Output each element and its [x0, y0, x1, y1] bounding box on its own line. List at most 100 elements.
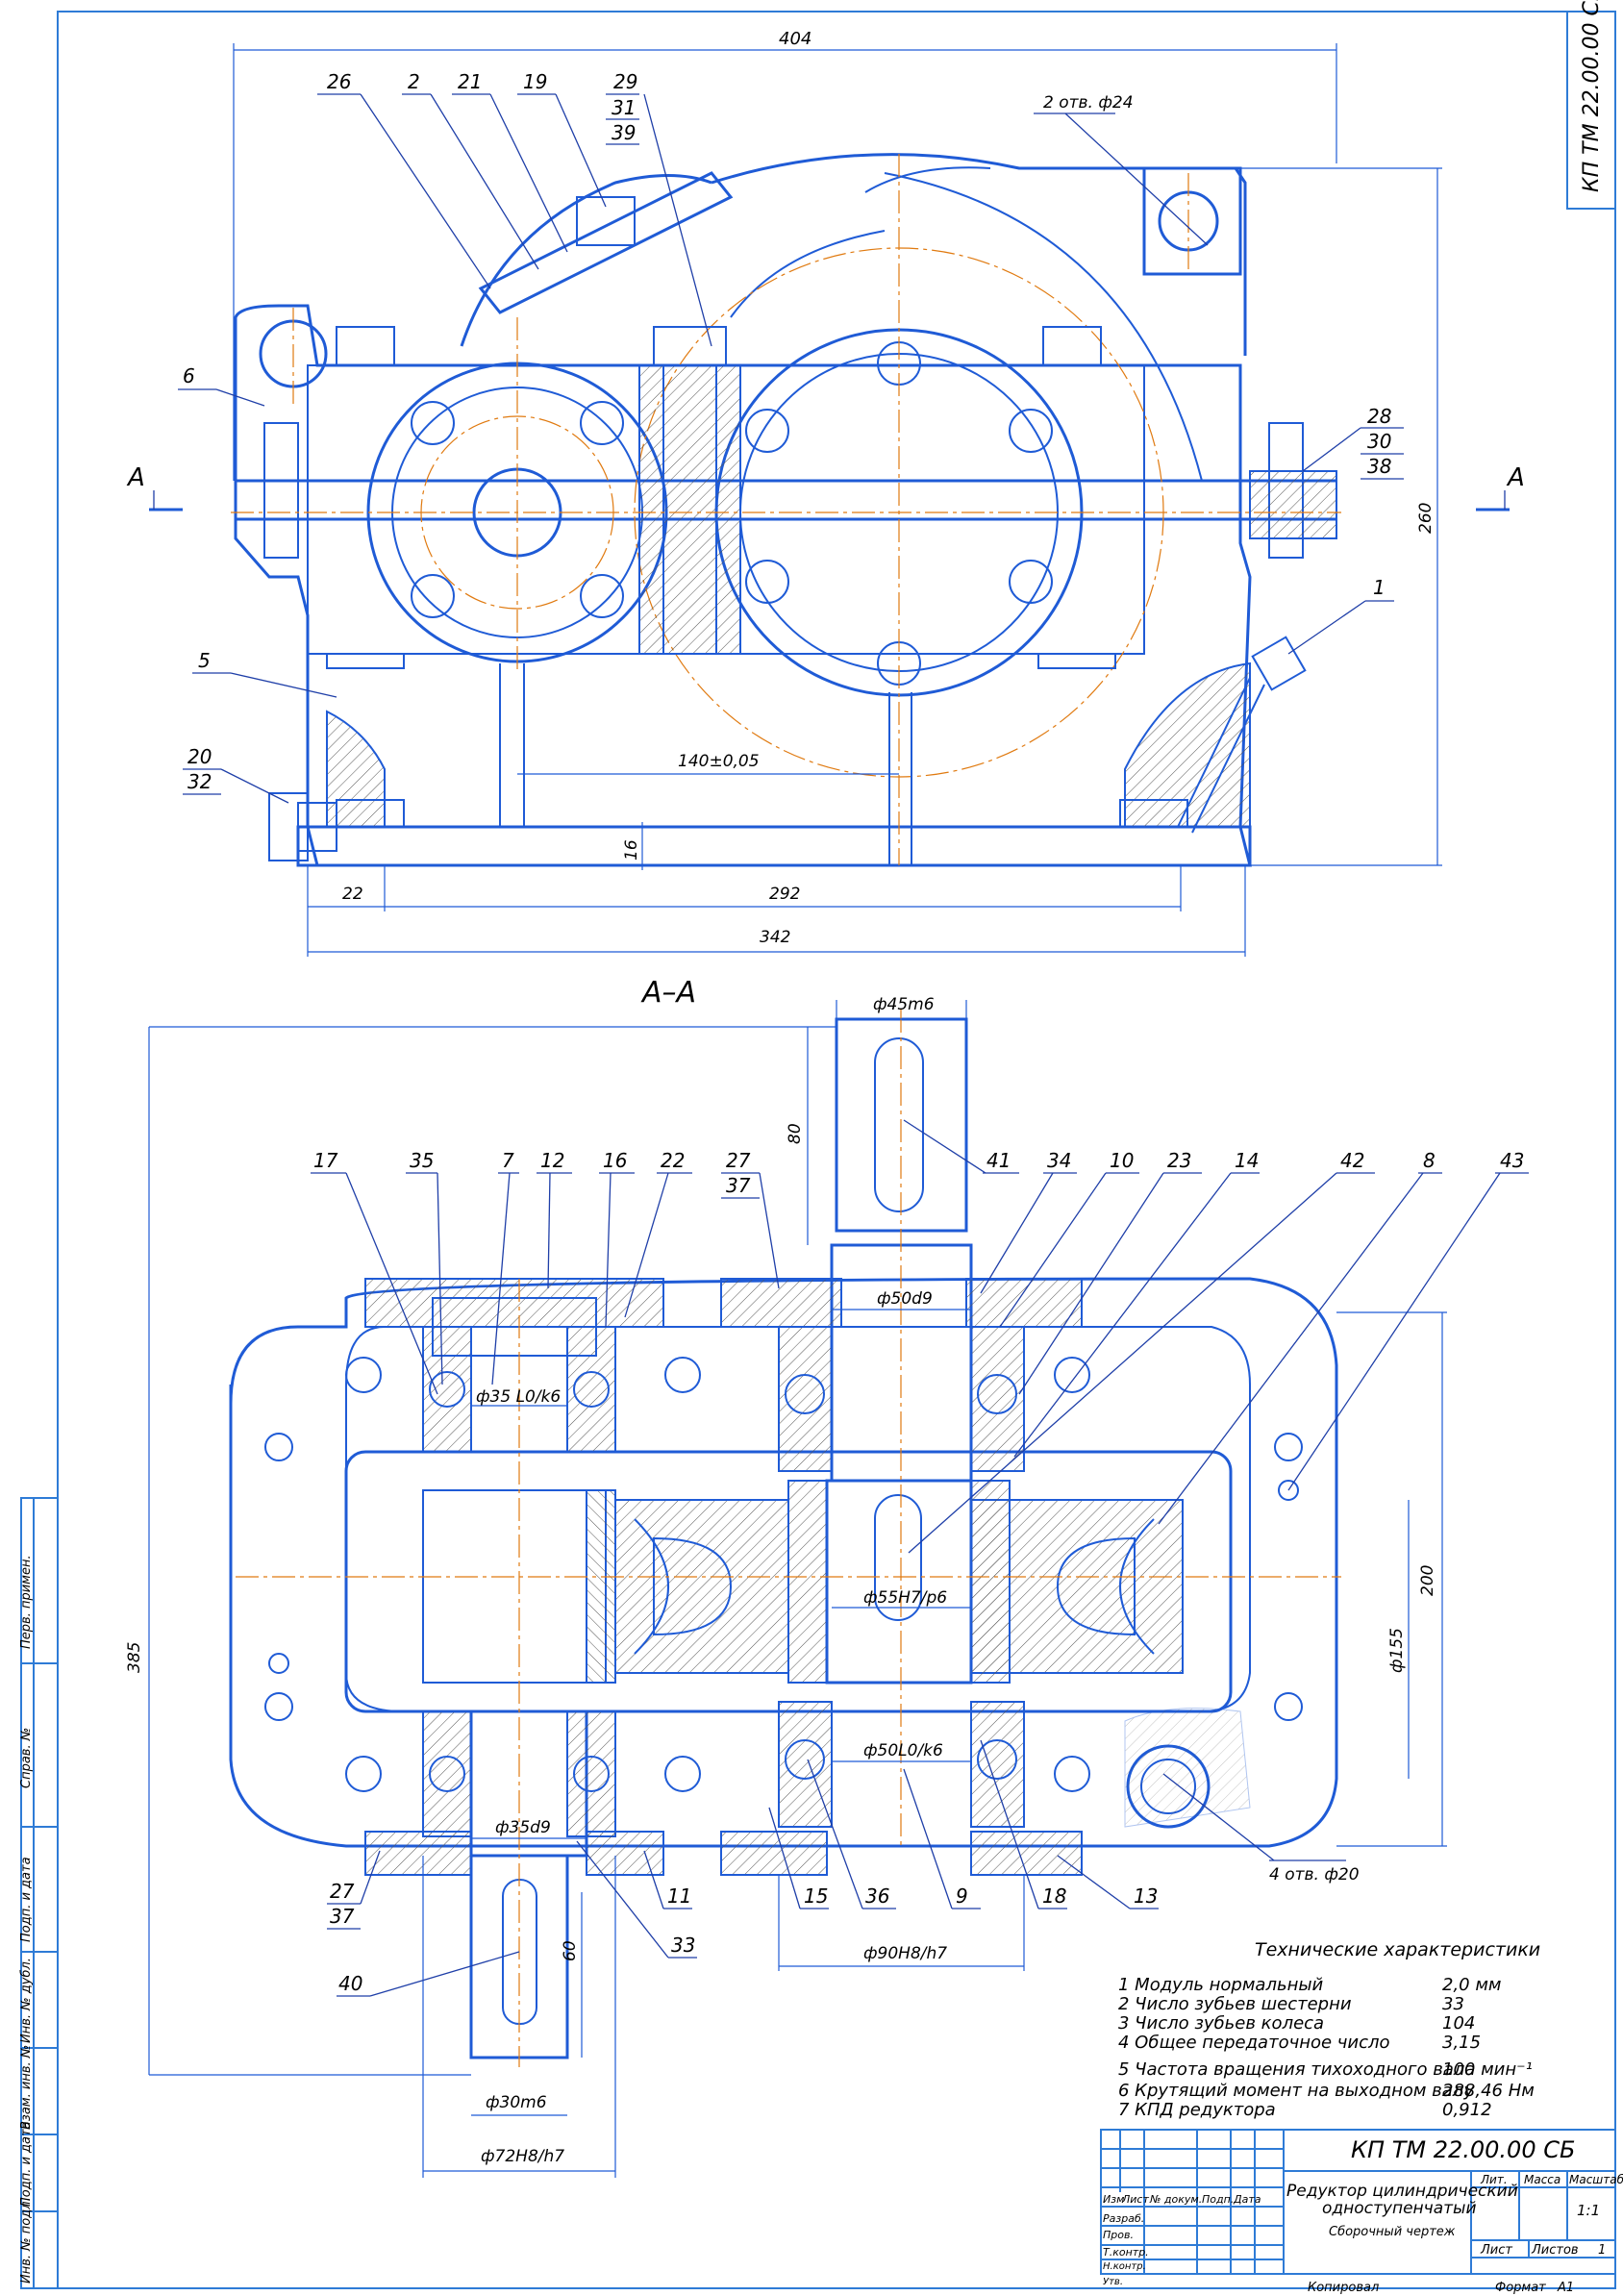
dim-260: 260 [1416, 503, 1436, 534]
tb-col-scale: Масштаб [1569, 2173, 1623, 2186]
callout-2: 2 [408, 70, 420, 93]
side-stamp: Перв. примен. Справ. № Подп. и дата Инв.… [19, 1497, 59, 2289]
tb-col-lit: Лит. [1480, 2173, 1508, 2186]
callout-36: 36 [865, 1884, 889, 1908]
callout-40: 40 [338, 1972, 362, 1995]
tb-tkontr: Т.контр. [1103, 2246, 1149, 2259]
tb-utv: Утв. [1103, 2277, 1123, 2287]
callout-18: 18 [1042, 1884, 1066, 1908]
callout-19: 19 [523, 70, 547, 93]
dim-60: 60 [561, 1940, 580, 1961]
callout-15: 15 [804, 1884, 828, 1908]
dim-50L0k6: ф50L0/k6 [863, 1741, 943, 1760]
dim-140: 140±0,05 [678, 752, 760, 771]
specs-heading: Технические характеристики [1255, 1939, 1540, 1960]
callout-13: 13 [1134, 1884, 1158, 1908]
section-callouts: 17 35 7 12 16 22 27 37 41 34 10 23 14 42… [311, 1119, 1529, 1997]
callout-21: 21 [458, 70, 482, 93]
stamp-perv-primen: Перв. примен. [19, 1555, 34, 1649]
tb-prov: Пров. [1103, 2229, 1134, 2241]
dim-292: 292 [769, 885, 800, 904]
note-2-holes-24: 2 отв. ф24 [1043, 93, 1134, 112]
callout-38: 38 [1367, 455, 1391, 478]
dim-35L0k6: ф35 L0/k6 [476, 1387, 561, 1407]
callout-35: 35 [410, 1149, 434, 1172]
callout-34: 34 [1047, 1149, 1071, 1172]
callout-30: 30 [1367, 430, 1391, 453]
callout-22: 22 [661, 1149, 685, 1172]
dim-30m6: ф30m6 [486, 2093, 547, 2112]
tb-podp: Подп. [1202, 2193, 1234, 2206]
callout-16: 16 [603, 1149, 627, 1172]
tb-razrab: Разраб. [1103, 2212, 1144, 2225]
designation-rotated: КП ТМ 22.00.00 СБ [1580, 0, 1604, 192]
spec-label-6: 6 Крутящий момент на выходном валу [1118, 2081, 1474, 2101]
stamp-vzam-inv: Взам. инв. № [19, 2045, 34, 2130]
spec-label-3: 3 Число зубьев колеса [1118, 2013, 1324, 2034]
dim-80: 80 [786, 1123, 805, 1144]
top-view: 404 [126, 29, 1525, 957]
tb-format-label: Формат [1495, 2281, 1546, 2295]
stamp-sprav: Справ. № [19, 1728, 34, 1788]
callout-31: 31 [612, 96, 636, 119]
tb-izm: Изм [1103, 2193, 1124, 2206]
spec-value-3: 104 [1442, 2013, 1475, 2034]
callout-14: 14 [1235, 1149, 1259, 1172]
callout-42: 42 [1340, 1149, 1364, 1172]
callout-27a: 27 [726, 1149, 751, 1172]
spec-label-4: 4 Общее передаточное число [1118, 2033, 1390, 2053]
tb-sheet: Лист [1480, 2243, 1512, 2258]
section-mark-right: А [1506, 463, 1525, 492]
callout-6: 6 [183, 364, 195, 387]
callout-37b: 37 [330, 1905, 355, 1928]
tb-scale: 1:1 [1577, 2202, 1600, 2219]
dim-35d9: ф35d9 [495, 1818, 551, 1837]
tb-doc-type: Сборочный чертеж [1329, 2225, 1456, 2239]
tb-title-2: одноступенчатый [1322, 2199, 1477, 2218]
spec-value-7: 0,912 [1442, 2100, 1492, 2120]
section-title: А–А [640, 976, 696, 1010]
callout-39: 39 [612, 121, 636, 144]
section-view: А–А [125, 976, 1447, 2178]
spec-label-1: 1 Модуль нормальный [1118, 1975, 1324, 1995]
callout-11: 11 [667, 1884, 691, 1908]
callout-17: 17 [313, 1149, 338, 1172]
dim-90H8h7: ф90H8/h7 [863, 1944, 947, 1963]
stamp-podp-data-1: Подп. и дата [19, 1857, 34, 1942]
callout-37a: 37 [726, 1174, 751, 1197]
tb-list: Лист [1121, 2193, 1149, 2206]
callout-32: 32 [187, 770, 212, 793]
spec-label-5: 5 Частота вращения тихоходного вала [1118, 2059, 1475, 2080]
callout-26: 26 [327, 70, 351, 93]
dim-342: 342 [760, 928, 790, 947]
callout-9: 9 [956, 1884, 968, 1908]
callout-1: 1 [1373, 576, 1386, 599]
tb-sheets-count: 1 [1598, 2243, 1606, 2258]
title-block: КП ТМ 22.00.00 СБ Редуктор цилиндрически… [1100, 2129, 1623, 2295]
callout-12: 12 [540, 1149, 564, 1172]
dim-45m6: ф45m6 [873, 995, 935, 1014]
dim-55H7p6: ф55H7/p6 [863, 1588, 947, 1608]
stamp-inv-dubl: Инв. № дубл. [19, 1958, 34, 2043]
callout-20: 20 [187, 745, 212, 768]
dim-385: 385 [125, 1642, 144, 1673]
callout-33: 33 [671, 1934, 695, 1957]
callout-23: 23 [1167, 1149, 1191, 1172]
tech-specs: Технические характеристики 1 Модуль норм… [1118, 1939, 1540, 2120]
spec-value-2: 33 [1442, 1994, 1464, 2014]
tb-nkontr: Н.контр. [1103, 2261, 1146, 2272]
callout-10: 10 [1110, 1149, 1134, 1172]
dim-16: 16 [622, 839, 641, 861]
top-callouts: 26 2 21 19 29 31 39 6 28 30 38 1 5 20 32 [178, 70, 1404, 804]
outer-frame [57, 11, 1616, 2289]
callout-41: 41 [986, 1149, 1011, 1172]
spec-label-7: 7 КПД редуктора [1118, 2100, 1276, 2120]
tb-title-1: Редуктор цилиндрический [1286, 2182, 1518, 2201]
spec-value-5: 100 мин⁻¹ [1442, 2059, 1533, 2080]
tb-col-mass: Масса [1524, 2173, 1561, 2186]
spec-value-6: 288,46 Нм [1442, 2081, 1535, 2101]
dim-72H8h7: ф72H8/h7 [481, 2147, 564, 2166]
dim-200: 200 [1418, 1565, 1437, 1596]
bearings [422, 1326, 1025, 1837]
